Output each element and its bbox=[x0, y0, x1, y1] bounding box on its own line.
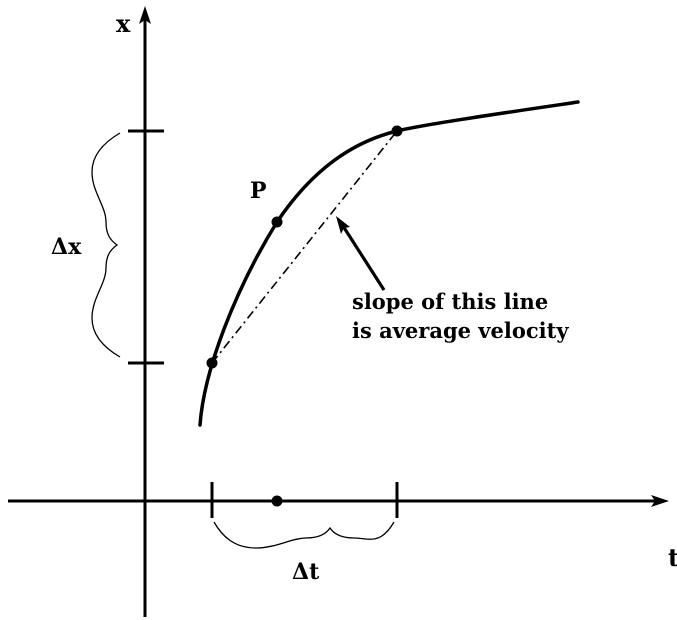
delta-x-brace bbox=[91, 132, 121, 358]
annotation-line-2: is average velocity bbox=[352, 318, 569, 343]
x-axis-label: x bbox=[116, 9, 131, 38]
x-axis-arrowhead bbox=[139, 6, 151, 24]
annotation-line-1: slope of this line bbox=[352, 289, 548, 314]
annotation-pointer-arrowhead bbox=[336, 216, 350, 234]
t-axis-arrowhead bbox=[651, 495, 669, 507]
secant-line bbox=[211, 130, 398, 364]
point-p-label: P bbox=[250, 178, 267, 204]
position-curve bbox=[198, 100, 580, 427]
delta-t-label: Δt bbox=[292, 559, 320, 585]
curve-point-start bbox=[206, 357, 218, 369]
curve-point-end bbox=[391, 125, 403, 137]
t-axis-label: t bbox=[668, 543, 677, 572]
t-axis-point bbox=[271, 495, 283, 507]
delta-t-brace bbox=[213, 521, 395, 549]
curve-point-p bbox=[271, 216, 283, 228]
delta-x-label: Δx bbox=[51, 234, 82, 260]
annotation-pointer-line bbox=[341, 225, 386, 291]
